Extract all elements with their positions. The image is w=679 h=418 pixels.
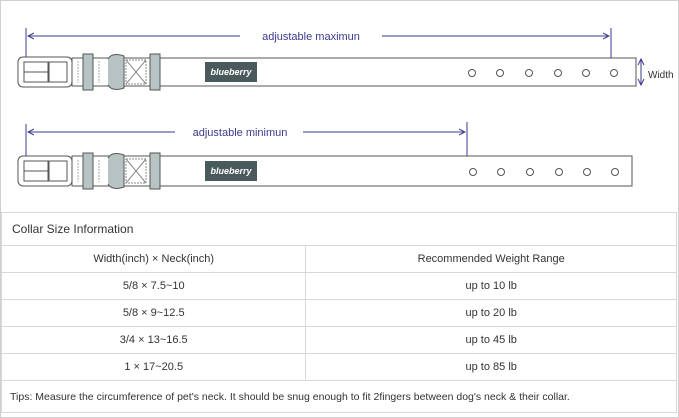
collar-max: adjustable maximun blueberry Width	[17, 28, 674, 91]
size-cell: 5/8 × 9~12.5	[0, 299, 307, 327]
size-cell: 5/8 × 7.5~10	[0, 272, 307, 300]
weight-cell: up to 10 lb	[305, 272, 677, 300]
brand-logo: blueberry	[210, 166, 252, 176]
weight-cell: up to 85 lb	[305, 353, 677, 381]
width-label: Width	[648, 70, 674, 81]
tips-text: Tips: Measure the circumference of pet's…	[1, 380, 677, 413]
table-title: Collar Size Information	[1, 212, 677, 246]
size-cell: 3/4 × 13~16.5	[0, 326, 307, 354]
brand-logo: blueberry	[210, 67, 252, 77]
table-header: Width(inch) × Neck(inch) Recommended Wei…	[0, 245, 677, 273]
weight-cell: up to 45 lb	[305, 326, 677, 354]
weight-cell: up to 20 lb	[305, 299, 677, 327]
collar-min: adjustable minimun blueberry	[17, 122, 633, 190]
collar-diagram: adjustable maximun blueberry Width adjus…	[17, 28, 674, 190]
size-cell: 1 × 17~20.5	[0, 353, 307, 381]
header-weight: Recommended Weight Range	[305, 245, 677, 273]
min-label: adjustable minimun	[193, 127, 288, 139]
size-table: Collar Size Information Width(inch) × Ne…	[0, 212, 677, 413]
max-label: adjustable maximun	[262, 31, 360, 43]
header-size: Width(inch) × Neck(inch)	[0, 245, 307, 273]
